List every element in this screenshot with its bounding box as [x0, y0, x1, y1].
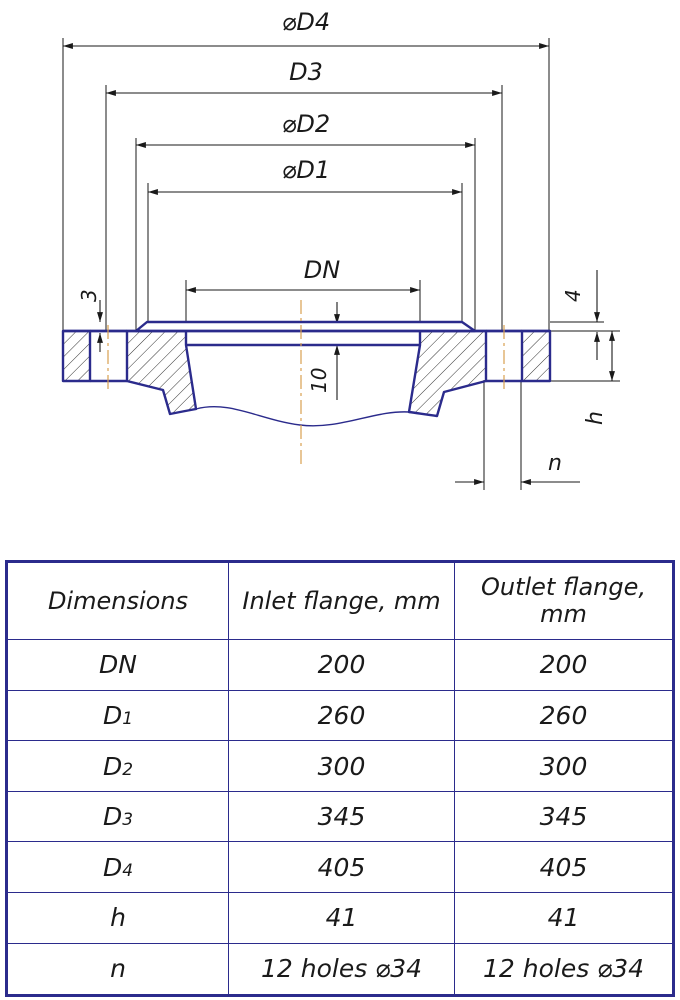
label-4: 4: [561, 289, 585, 302]
label-d2: ⌀D2: [282, 110, 330, 138]
label-h: h: [583, 411, 608, 425]
label-3: 3: [77, 289, 101, 302]
dimension-cell: h: [6, 892, 229, 944]
flange-drawing: ⌀D4 D3 ⌀D2 ⌀D1 DN 3 4 10 h n: [61, 8, 620, 490]
table-header-row: Dimensions Inlet flange, mm Outlet flang…: [6, 561, 674, 640]
dimension-cell: D3: [6, 790, 229, 843]
outlet-value: 405: [454, 841, 674, 894]
label-d1: ⌀D1: [282, 156, 330, 184]
inlet-value: 41: [228, 892, 455, 944]
dimension-subscript: 3: [122, 810, 134, 831]
dimension-name: D: [102, 852, 123, 882]
dimension-subscript: 1: [122, 708, 134, 729]
dimension-name: D: [102, 700, 123, 730]
dimension-name: D: [102, 751, 123, 781]
label-d4: ⌀D4: [282, 8, 330, 36]
outlet-value: 260: [454, 689, 674, 742]
label-n: n: [548, 451, 562, 476]
inlet-value: 200: [228, 639, 455, 691]
dimension-cell: D1: [6, 689, 229, 742]
outlet-value: 12 holes ⌀34: [454, 942, 674, 997]
inlet-value: 300: [228, 740, 455, 792]
dimension-subscript: 4: [122, 860, 134, 881]
header-inlet: Inlet flange, mm: [228, 561, 455, 640]
dimension-cell: DN: [6, 639, 229, 691]
outlet-value: 345: [454, 790, 674, 843]
centerlines: [107, 300, 505, 465]
dimension-name: n: [110, 954, 126, 984]
dimension-cell: D4: [6, 841, 229, 894]
label-dn: DN: [304, 256, 340, 284]
inlet-value: 345: [228, 790, 455, 843]
dimension-cell: n: [6, 942, 229, 997]
outlet-value: 200: [454, 639, 674, 691]
outlet-value: 41: [454, 892, 674, 944]
label-d3: D3: [289, 58, 323, 86]
outlet-value: 300: [454, 740, 674, 792]
dimension-subscript: 2: [122, 759, 134, 780]
dimension-name: h: [110, 903, 126, 933]
dimension-labels: ⌀D4 D3 ⌀D2 ⌀D1 DN 3 4 10 h n: [77, 8, 608, 476]
flange-section: [61, 320, 552, 427]
label-10: 10: [307, 368, 331, 393]
dimension-name: D: [102, 802, 123, 832]
header-dimensions: Dimensions: [6, 561, 229, 640]
inlet-value: 260: [228, 689, 455, 742]
inlet-value: 405: [228, 841, 455, 894]
extension-lines: [62, 38, 620, 490]
dimension-cell: D2: [6, 740, 229, 792]
header-outlet: Outlet flange, mm: [454, 561, 674, 640]
dimension-name: DN: [99, 650, 137, 680]
inlet-value: 12 holes ⌀34: [228, 942, 455, 997]
dimension-lines: [63, 43, 615, 485]
dimensions-table: Dimensions Inlet flange, mm Outlet flang…: [5, 560, 675, 997]
